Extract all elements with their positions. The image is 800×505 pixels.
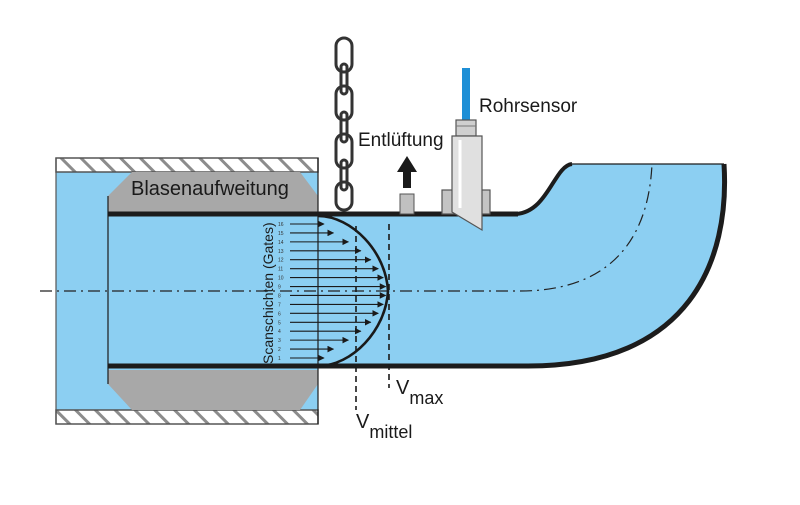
chain	[334, 36, 354, 212]
gate-number: 2	[278, 347, 281, 353]
vmax-sub: max	[409, 388, 443, 408]
gate-number: 8	[278, 293, 281, 299]
vent-stub	[399, 193, 415, 215]
entlueftung-label: Entlüftung	[358, 130, 444, 151]
gate-number: 13	[278, 249, 284, 255]
vmax-main: V	[396, 377, 410, 399]
left-pipe-bottom-wall	[55, 409, 319, 425]
vent-arrow-icon	[397, 156, 417, 188]
rohrsensor-label: Rohrsensor	[479, 96, 578, 117]
gate-numbers: 16 15 14 13 12 11 10 9 8 7 6 5 4 3 2 1	[278, 222, 284, 362]
blasenaufweitung-label: Blasenaufweitung	[131, 178, 289, 200]
gate-number: 7	[278, 302, 281, 308]
vmax-label: Vmax	[396, 377, 443, 408]
vmittel-sub: mittel	[369, 422, 412, 442]
gate-number: 4	[278, 329, 281, 335]
pipe-centerline	[40, 163, 653, 292]
gate-number: 6	[278, 311, 281, 317]
velocity-profile-curve	[317, 214, 390, 368]
scanschichten-label: Scanschichten (Gates)	[260, 222, 276, 364]
bubble-expansion-top	[108, 172, 318, 212]
gate-number: 16	[278, 222, 284, 228]
pipe-sensor	[441, 68, 491, 232]
elbow-outer-wall	[527, 163, 728, 369]
gate-number: 11	[278, 267, 283, 273]
vmittel-label: Vmittel	[356, 411, 412, 442]
gate-number: 3	[278, 338, 281, 344]
left-pipe-top-wall	[55, 157, 319, 173]
gate-number: 5	[278, 320, 281, 326]
bubble-expansion-bottom	[108, 370, 318, 410]
gate-number: 10	[278, 276, 284, 282]
gate-number: 1	[278, 356, 281, 362]
gate-number: 15	[278, 231, 284, 237]
elbow-top-wall	[515, 162, 573, 216]
gate-number: 14	[278, 240, 284, 246]
vmittel-main: V	[356, 411, 370, 433]
gate-number: 9	[278, 285, 281, 291]
gate-number: 12	[278, 258, 284, 264]
velocity-profile-arrows	[290, 220, 387, 362]
